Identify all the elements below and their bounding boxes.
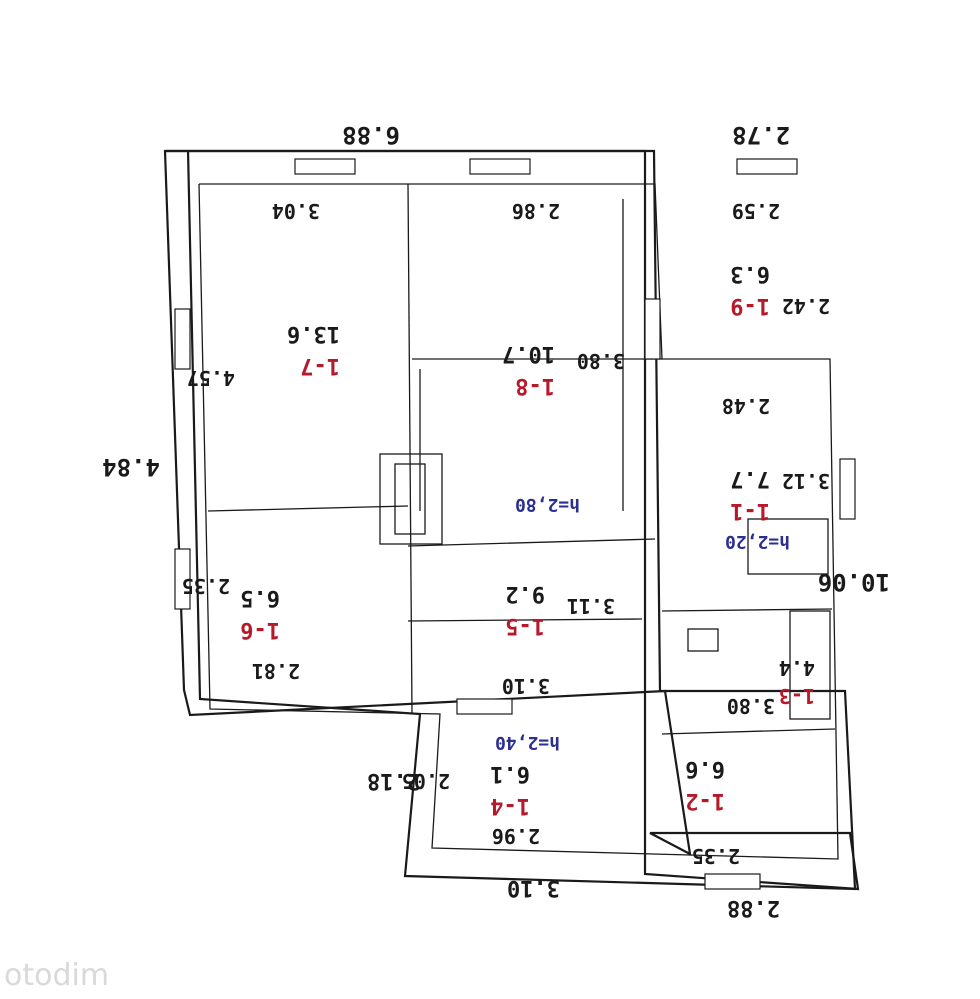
stove <box>379 453 443 545</box>
window <box>704 873 761 890</box>
dim-bottom-left-ext: 2.18 <box>367 768 420 793</box>
room-dim: 2.86 <box>512 199 560 223</box>
room-id: 1-9 <box>730 293 770 318</box>
bathtub <box>789 610 831 720</box>
interior-outline <box>198 183 839 860</box>
boiler <box>747 518 829 575</box>
room-dim: 3.80 <box>577 349 625 373</box>
room-area: 6.6 <box>685 756 725 781</box>
dim-top-right: 2.78 <box>732 121 790 149</box>
window <box>174 308 191 370</box>
room-id: 1-8 <box>515 373 555 398</box>
room-id: 1-2 <box>685 788 725 813</box>
room-id: 1-4 <box>490 793 530 818</box>
room-area: 6.5 <box>240 585 280 610</box>
room-dim: 3.10 <box>502 674 550 698</box>
room-dim: 3.11 <box>567 594 615 618</box>
window <box>839 458 856 520</box>
room-area: 6.1 <box>490 761 530 786</box>
room-dim: 3.12 <box>782 469 830 493</box>
room-dim: 2.42 <box>782 294 830 318</box>
room-dim: 2.48 <box>722 394 770 418</box>
dim-right: 10.06 <box>818 568 890 596</box>
partition <box>407 618 643 622</box>
room-dim: 2.35 <box>692 844 740 868</box>
room-id: 1-7 <box>300 353 340 378</box>
dim-top-left: 6.88 <box>342 121 400 149</box>
dim-left: 4.84 <box>102 453 160 481</box>
window <box>174 548 191 610</box>
window <box>294 158 356 175</box>
height-note: h=2,80 <box>515 494 580 515</box>
dim-bottom-ext: 3.10 <box>507 875 560 900</box>
room-area: 4.4 <box>779 656 815 680</box>
room-area: 13.6 <box>287 321 340 346</box>
room-dim: 2.59 <box>732 199 780 223</box>
room-area: 7.7 <box>730 466 770 491</box>
room-id: 1-3 <box>779 684 815 708</box>
room-dim: 4.57 <box>187 366 235 390</box>
room-area: 9.2 <box>505 581 545 606</box>
room-id: 1-5 <box>505 613 545 638</box>
height-note: h=2,40 <box>495 732 560 753</box>
room-area: 10.7 <box>502 341 555 366</box>
room-id: 1-1 <box>730 498 770 523</box>
watermark: otodim <box>4 958 109 993</box>
height-note: h=2,20 <box>725 531 790 552</box>
sink <box>687 628 719 652</box>
partition <box>407 183 413 715</box>
partition <box>661 728 836 735</box>
room-dim: 2.96 <box>492 824 540 848</box>
dim-bottom-right: 2.88 <box>727 895 780 920</box>
window <box>469 158 531 175</box>
window <box>736 158 798 175</box>
room-dim: 2.05 <box>402 769 450 793</box>
partition <box>661 608 833 612</box>
room-id: 1-6 <box>240 617 280 642</box>
window <box>644 298 661 360</box>
room-dim: 3.80 <box>727 694 775 718</box>
room-dim: 3.04 <box>272 199 320 223</box>
room-dim: 2.35 <box>182 574 230 598</box>
window <box>456 698 513 715</box>
partition <box>207 505 409 512</box>
room-dim: 2.81 <box>252 659 300 683</box>
room-area: 6.3 <box>730 261 770 286</box>
partition <box>407 538 656 547</box>
outer-wall <box>163 149 860 891</box>
stove-inner <box>394 463 426 535</box>
